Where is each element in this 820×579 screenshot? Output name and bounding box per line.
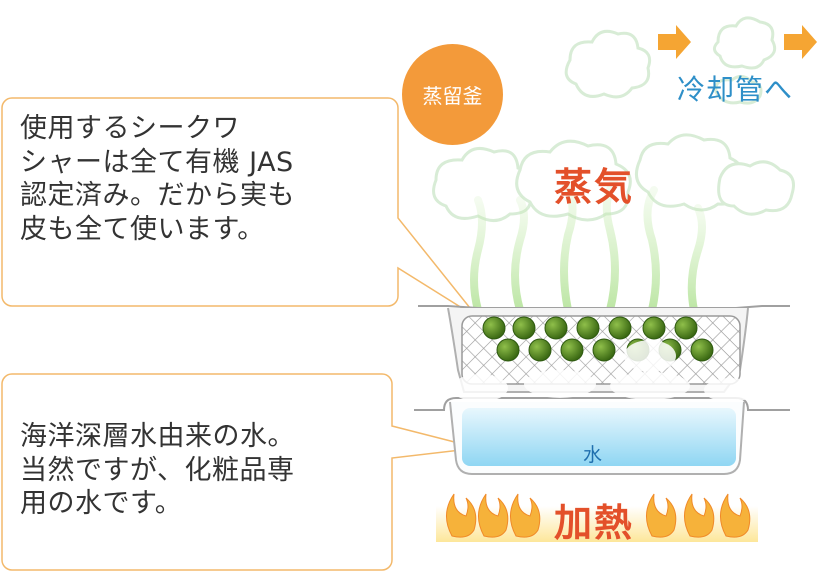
callout-top-text: 使用するシークワ シャーは全て有機 JAS 認定済み。だから実も 皮も全て使いま… [20,113,295,245]
callout-bottom-text: 海洋深層水由来の水。 当然ですが、化粧品専 用の水です。 [20,421,295,519]
flame-icon [446,493,751,538]
heat-label: 加熱 [554,501,635,545]
arrow-right-icon [658,25,817,59]
to-condenser-label: 冷却管へ [677,73,794,106]
steam-label: 蒸気 [554,165,635,209]
water-label: 水 [583,444,603,466]
heat-source [436,493,758,542]
fruit-icon [482,316,714,362]
callout-top [1,97,479,319]
steam-haze [402,326,794,402]
still-badge: 蒸留釜 [402,44,503,145]
steam-streams [470,178,706,314]
water-pool [462,408,736,466]
callout-bottom [1,373,479,571]
cloud-icon [564,16,777,105]
steam-clouds [432,133,795,222]
